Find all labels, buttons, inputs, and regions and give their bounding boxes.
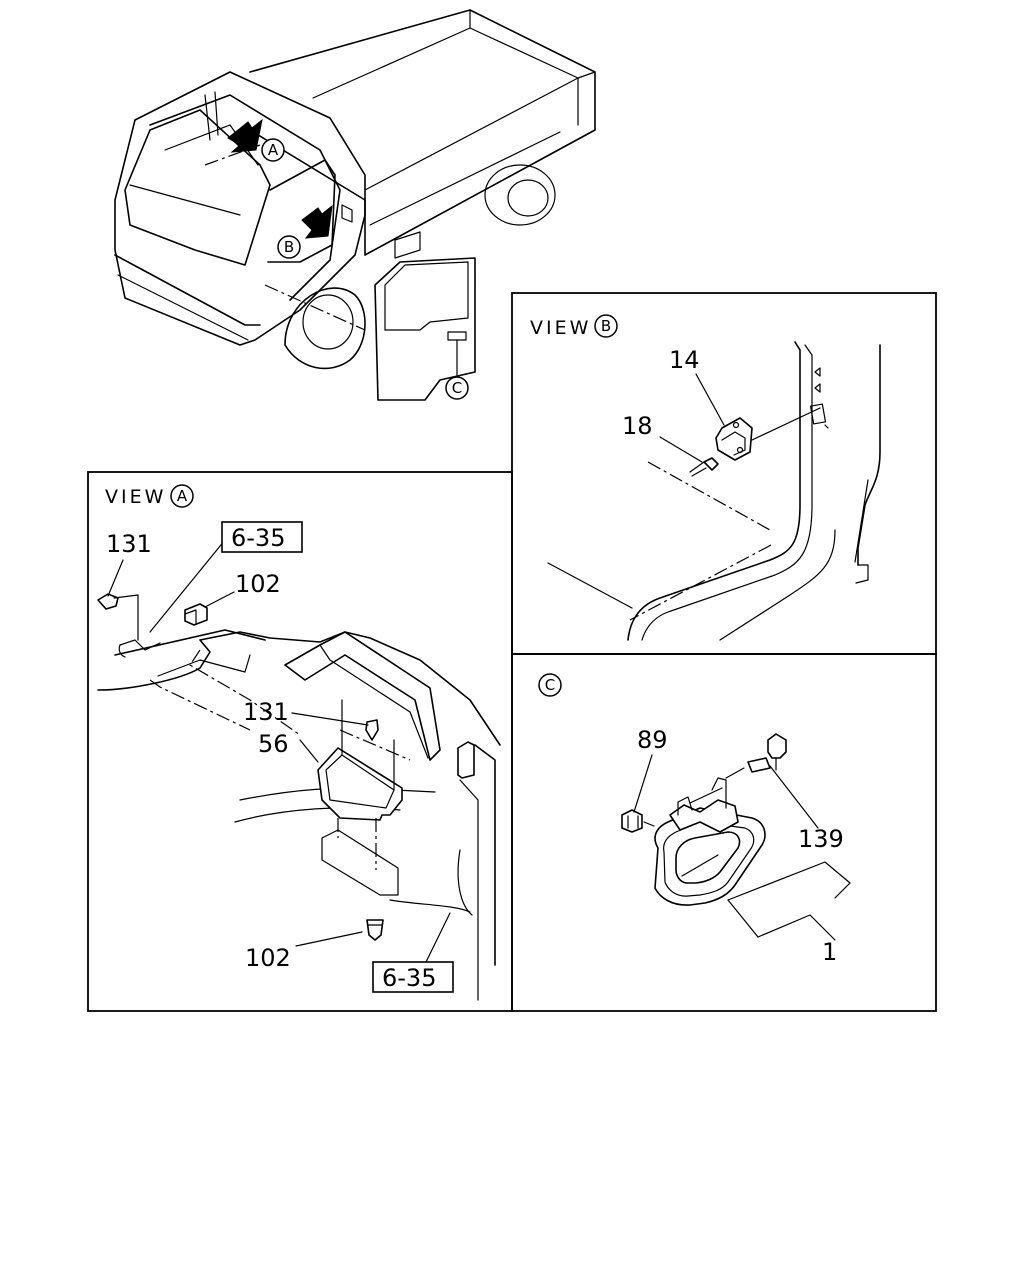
view-b-panel	[511, 292, 937, 655]
callout-1: 1	[822, 938, 837, 966]
marker-b-label: B	[284, 238, 294, 256]
callout-102-top: 102	[235, 570, 281, 598]
view-a-title: VIEW A	[105, 484, 194, 508]
marker-b: B	[277, 235, 301, 259]
ref-box-6-35-bottom	[372, 961, 454, 993]
callout-131-mid: 131	[243, 698, 289, 726]
callout-102-bottom: 102	[245, 944, 291, 972]
view-b-prefix: VIEW	[530, 317, 591, 339]
view-c-title: C	[538, 673, 562, 697]
view-b-marker: B	[601, 317, 611, 335]
callout-131-top: 131	[106, 530, 152, 558]
truck-overview	[114, 9, 596, 401]
callout-139: 139	[798, 825, 844, 853]
ref-6-35-bottom: 6-35	[382, 964, 436, 992]
callout-56: 56	[258, 730, 289, 758]
callout-14: 14	[669, 346, 700, 374]
view-a-marker: A	[177, 487, 188, 505]
view-b-drawing	[547, 341, 881, 641]
view-c-marker: C	[545, 676, 555, 694]
callout-89: 89	[637, 726, 668, 754]
marker-c-label: C	[452, 379, 462, 397]
ref-box-6-35-top	[221, 521, 303, 553]
marker-a-label: A	[268, 141, 279, 159]
callout-18: 18	[622, 412, 653, 440]
view-c-drawing	[621, 733, 851, 941]
ref-6-35-top: 6-35	[231, 524, 285, 552]
view-b-title: VIEW B	[530, 314, 618, 339]
view-c-panel	[511, 653, 937, 1012]
view-a-drawing	[97, 539, 501, 1001]
marker-a: A	[261, 138, 285, 162]
view-a-prefix: VIEW	[105, 486, 166, 508]
marker-c: C	[445, 376, 469, 400]
